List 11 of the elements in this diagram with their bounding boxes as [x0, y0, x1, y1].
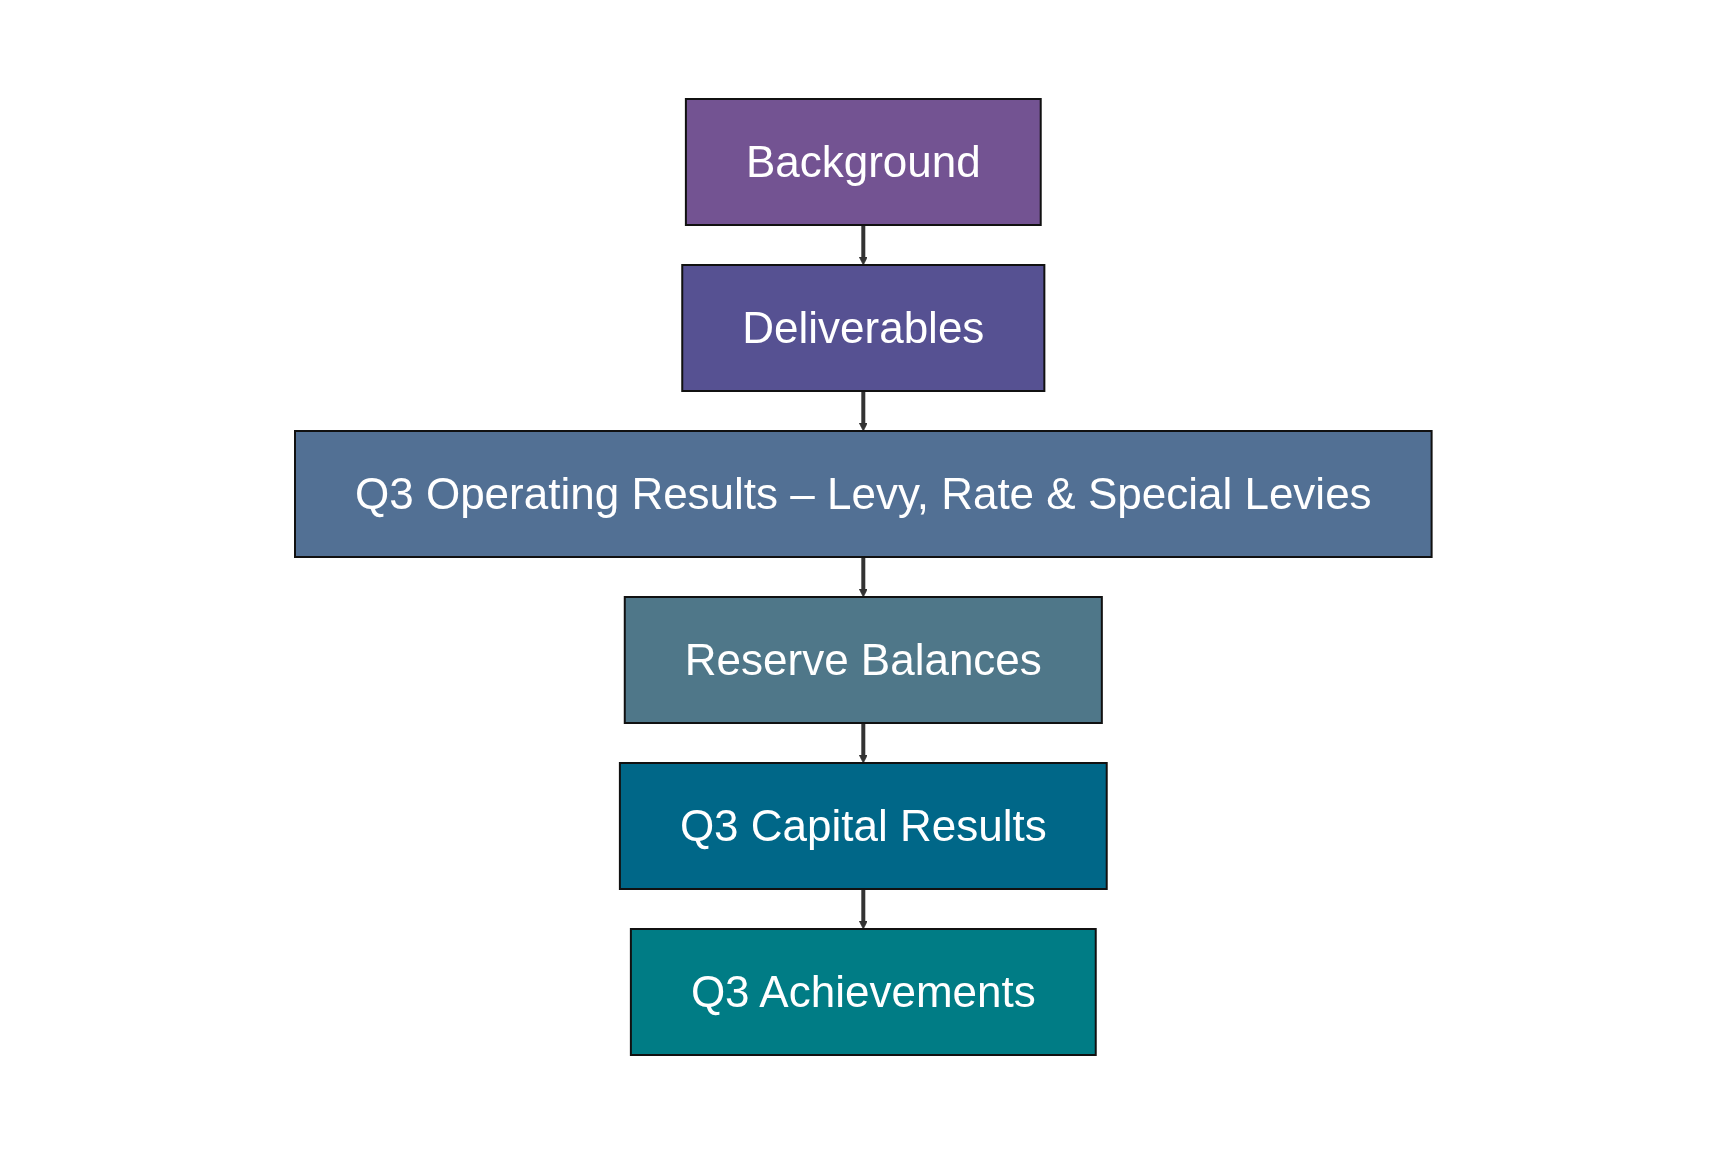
arrow [859, 224, 868, 265]
node-box: Deliverables [681, 263, 1046, 392]
arrow [859, 390, 868, 431]
node-box: Q3 Achievements [630, 927, 1097, 1056]
arrow [859, 722, 868, 763]
node-box: Q3 Operating Results – Levy, Rate & Special Levies [294, 429, 1433, 558]
arrow [859, 888, 868, 929]
node-box: Background [685, 97, 1042, 226]
arrow [859, 556, 868, 597]
node-box: Q3 Capital Results [619, 761, 1108, 890]
node-box: Reserve Balances [623, 595, 1104, 724]
